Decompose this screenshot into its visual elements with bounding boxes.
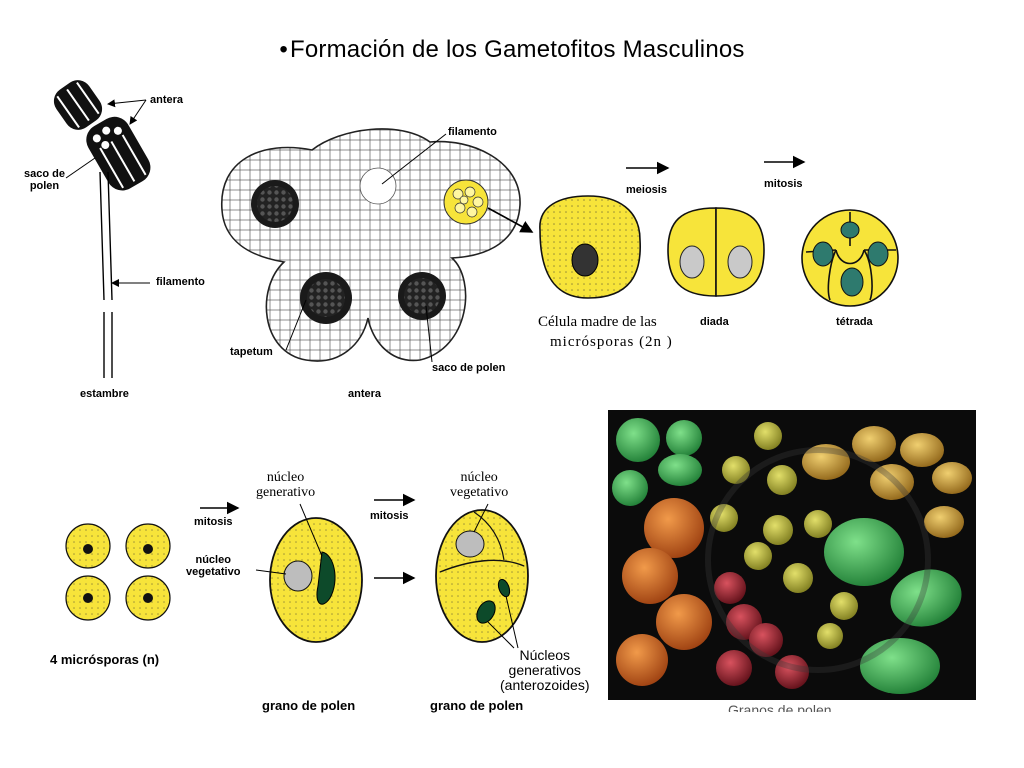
label-tetrada: tétrada — [836, 316, 873, 328]
label-estambre: estambre — [80, 388, 129, 400]
anther-cross-section — [221, 128, 534, 363]
page-title: •Formación de los Gametofitos Masculinos — [0, 36, 1024, 64]
label-mitosis-bottom-2: mitosis — [370, 510, 409, 522]
label-nucleo-generativo: núcleo generativo — [256, 470, 316, 500]
micrograph-svg — [608, 410, 976, 700]
meiosis-sequence — [539, 155, 899, 307]
label-filamento-section: filamento — [448, 126, 497, 138]
label-antera-section: antera — [348, 388, 382, 400]
label-diada: diada — [700, 316, 729, 328]
label-tapetum: tapetum — [230, 346, 273, 358]
pollen-development — [26, 492, 566, 714]
pollen-micrograph — [608, 410, 976, 700]
label-nucleos-generativos: Núcleos generativos (anterozoides) — [500, 647, 590, 693]
pollen-grain-1 — [269, 517, 363, 643]
micrograph-caption: Granos de polen — [728, 702, 832, 712]
anther-lobe-upper — [53, 80, 103, 130]
label-celula-madre-1: Célula madre de las — [538, 314, 657, 330]
label-mitosis-top: mitosis — [764, 178, 803, 190]
label-celula-madre-2: micrósporas (2n ) — [550, 334, 673, 350]
label-meiosis: meiosis — [626, 184, 667, 196]
label-filamento-left: filamento — [156, 276, 205, 288]
label-4-microsporas: 4 micrósporas (n) — [50, 652, 160, 667]
label-nucleo-vegetativo-left: núcleo vegetativo — [186, 554, 241, 578]
label-saco-de-polen-section: saco de polen — [432, 362, 506, 374]
title-bullet: • — [279, 36, 288, 63]
pollen-grain-2 — [435, 509, 529, 643]
label-grano-de-polen-2: grano de polen — [430, 698, 524, 713]
microspores-group — [65, 523, 171, 621]
title-text: Formación de los Gametofitos Masculinos — [289, 36, 745, 63]
label-nucleo-vegetativo-right: núcleo vegetativo — [450, 470, 509, 500]
label-mitosis-bottom-1: mitosis — [194, 516, 233, 528]
label-grano-de-polen-1: grano de polen — [262, 698, 356, 713]
label-saco-de-polen-left: saco de polen — [24, 168, 65, 192]
dyad-cell — [667, 207, 765, 297]
anther-lobe-lower — [86, 116, 151, 191]
label-antera-top: antera — [150, 94, 184, 106]
stamen-diagram — [53, 80, 151, 378]
tetrad-cell — [801, 209, 899, 307]
